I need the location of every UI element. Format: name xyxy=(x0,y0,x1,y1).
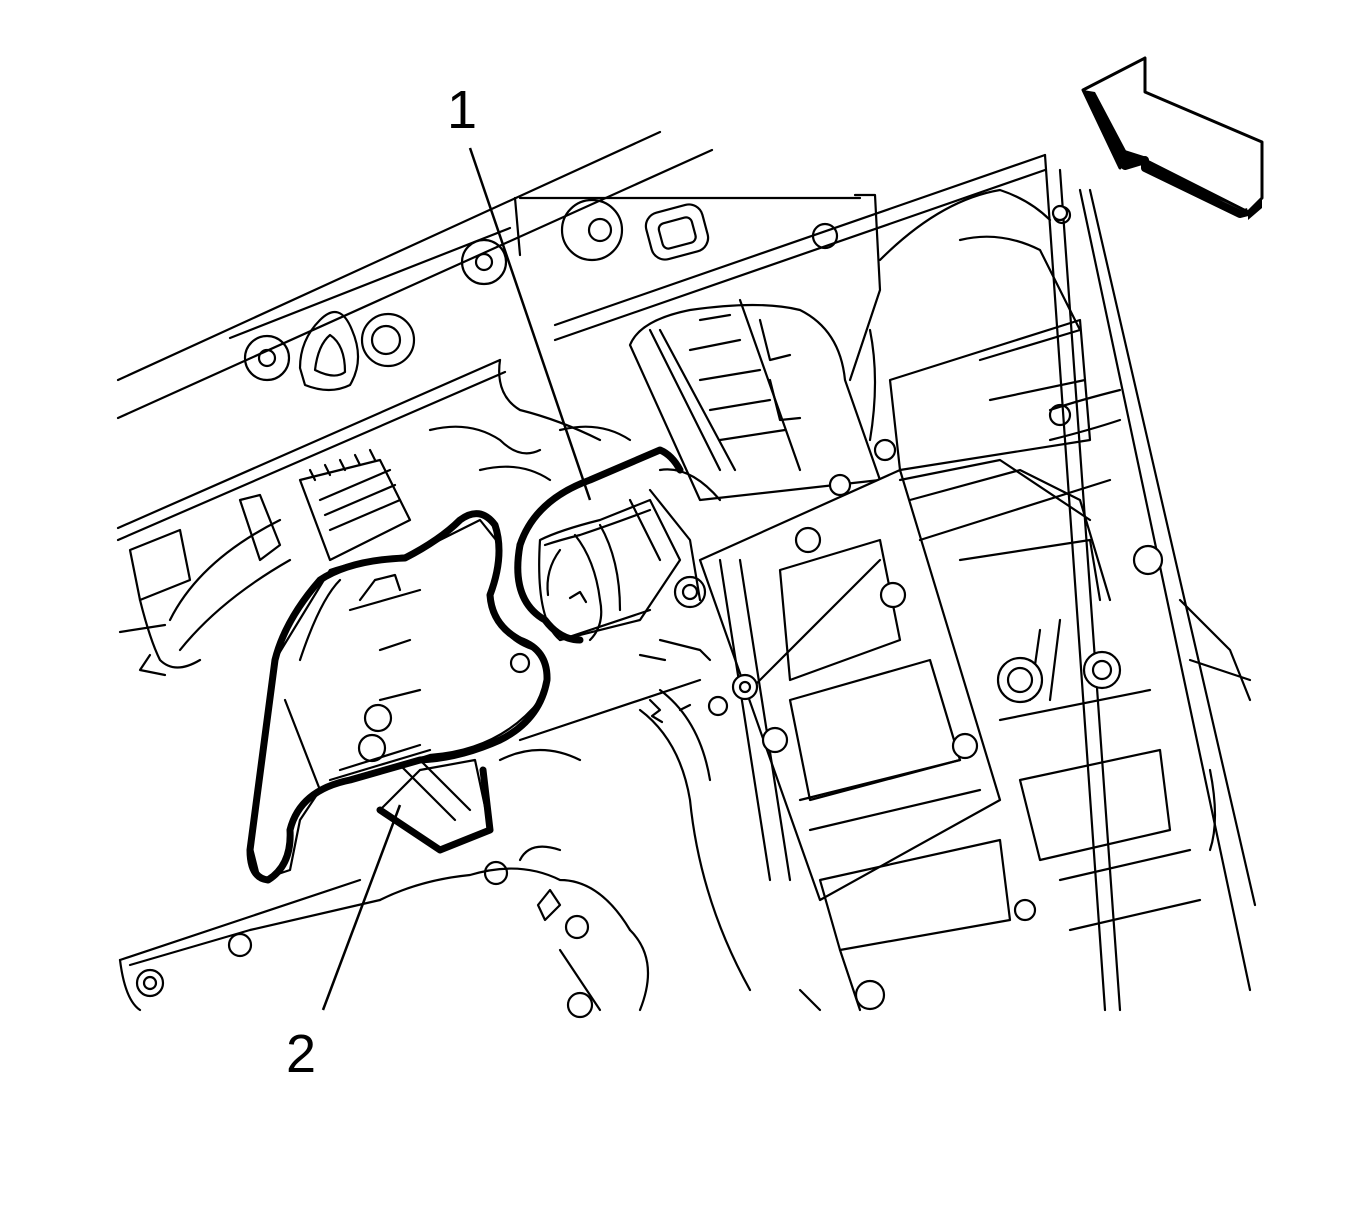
frame-rails xyxy=(116,130,1257,1012)
heat-shield-bracket xyxy=(246,510,551,884)
callout-2-label: 2 xyxy=(286,1024,316,1084)
direction-arrow-icon xyxy=(1081,56,1264,220)
engine-left-detail xyxy=(128,358,632,677)
center-clip xyxy=(638,653,692,724)
callout-1-leader xyxy=(468,147,592,501)
steering-column-housing xyxy=(628,188,1122,502)
lower-housing xyxy=(118,688,822,1012)
callout-1-label: 1 xyxy=(447,80,477,140)
column-tube xyxy=(698,458,1252,1012)
callout-2-leader xyxy=(321,804,402,1011)
column-motor-actuator xyxy=(514,446,722,662)
fasteners xyxy=(135,204,1164,1019)
rail-holes xyxy=(243,198,839,392)
